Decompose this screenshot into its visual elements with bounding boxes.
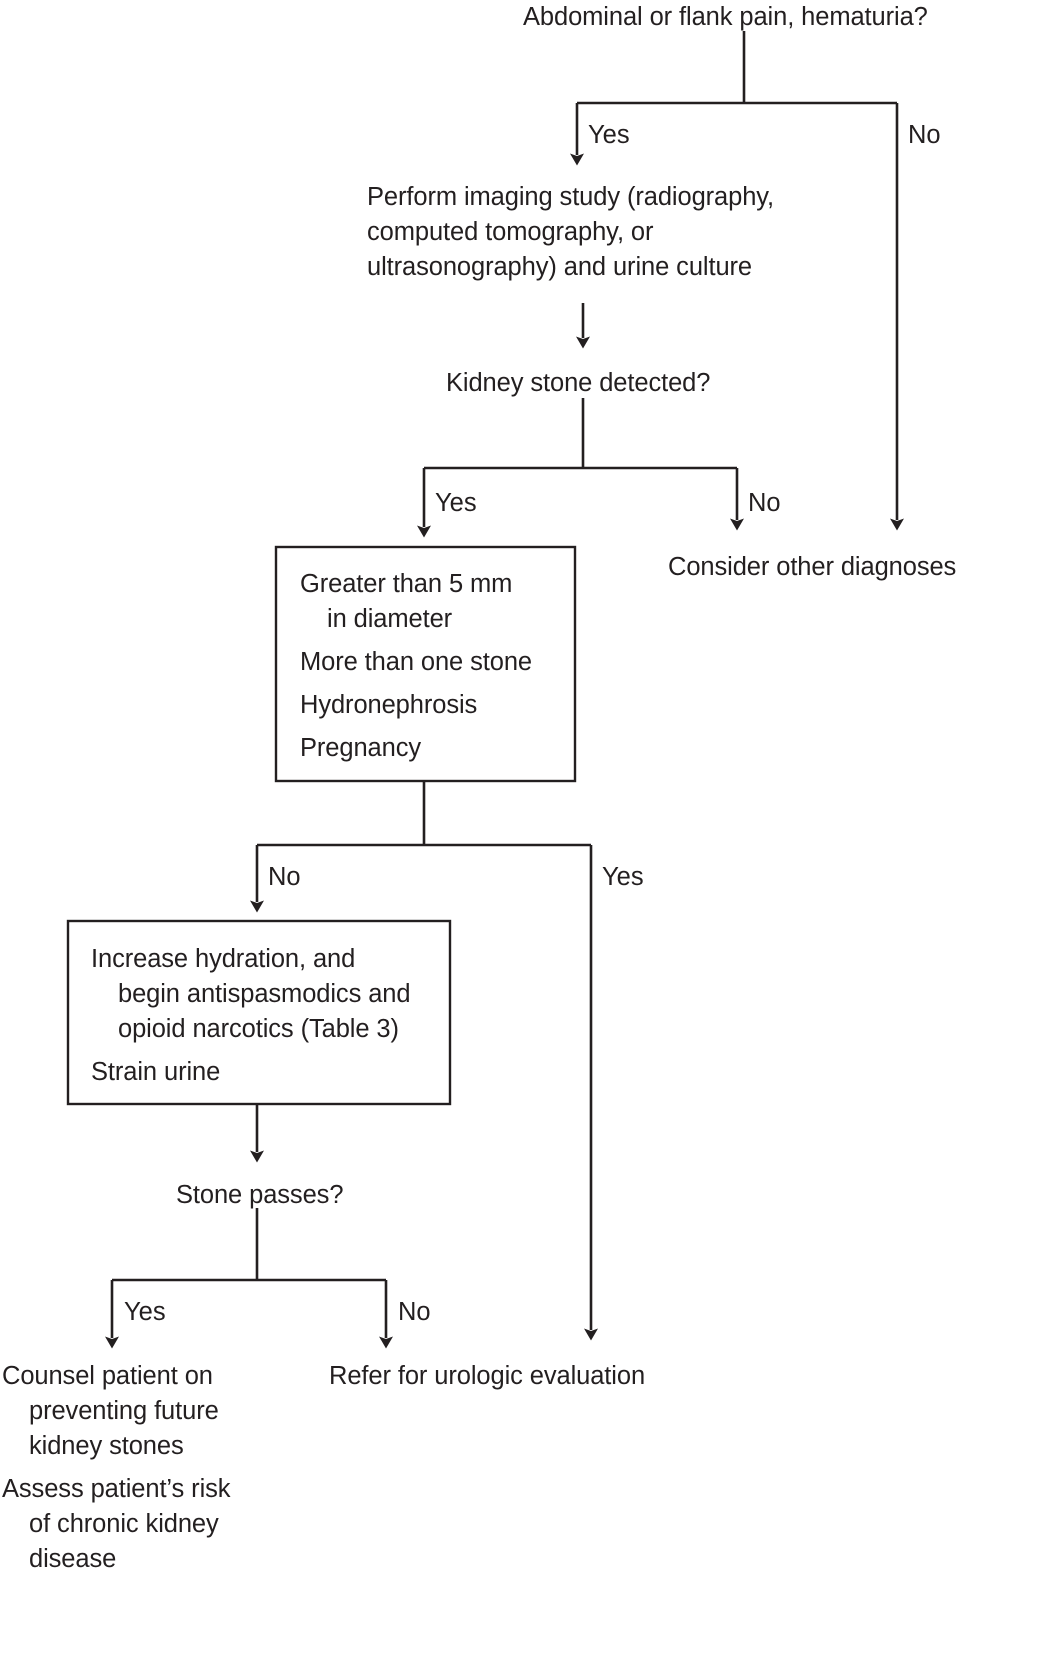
edge-label-yes-2: Yes <box>435 489 477 517</box>
edge-label-no-1: No <box>908 121 941 149</box>
criteria-item-4: Pregnancy <box>300 734 422 762</box>
treatment-box <box>66 919 452 1106</box>
consider-other-diagnoses: Consider other diagnoses <box>668 553 957 581</box>
edge-label-no-3: No <box>268 863 301 891</box>
counsel-line5: of chronic kidney <box>29 1510 219 1538</box>
counsel-line2: preventing future <box>29 1397 219 1425</box>
imaging-step-line2: computed tomography, or <box>367 218 654 246</box>
criteria-item-2: More than one stone <box>300 648 533 676</box>
counsel-line4: Assess patient’s risk <box>2 1475 231 1503</box>
criteria-item-1-line2: in diameter <box>327 605 453 633</box>
imaging-step-line3: ultrasonography) and urine culture <box>367 253 753 281</box>
treatment-item-1-line2: begin antispasmodics and <box>118 980 411 1008</box>
treatment-item-1-line1: Increase hydration, and <box>91 945 356 973</box>
counsel-line1: Counsel patient on <box>2 1362 213 1390</box>
treatment-item-2: Strain urine <box>91 1058 221 1086</box>
counsel-line3: kidney stones <box>29 1432 184 1460</box>
edge-label-yes-4: Yes <box>124 1298 166 1326</box>
edge-label-yes-1: Yes <box>588 121 630 149</box>
criteria-box <box>274 545 577 783</box>
stone-passes-question: Stone passes? <box>176 1181 344 1209</box>
edge-label-no-4: No <box>398 1298 431 1326</box>
criteria-item-3: Hydronephrosis <box>300 691 478 719</box>
edge-label-no-2: No <box>748 489 781 517</box>
imaging-step-line1: Perform imaging study (radiography, <box>367 183 775 211</box>
refer-urologic-evaluation: Refer for urologic evaluation <box>329 1362 646 1390</box>
counsel-line6: disease <box>29 1545 117 1573</box>
edge-label-yes-3: Yes <box>602 863 644 891</box>
treatment-item-1-line3: opioid narcotics (Table 3) <box>118 1015 399 1043</box>
criteria-item-1-line1: Greater than 5 mm <box>300 570 513 598</box>
page-title: Abdominal or flank pain, hematuria? <box>523 3 928 31</box>
kidney-stone-detected-question: Kidney stone detected? <box>446 369 711 397</box>
